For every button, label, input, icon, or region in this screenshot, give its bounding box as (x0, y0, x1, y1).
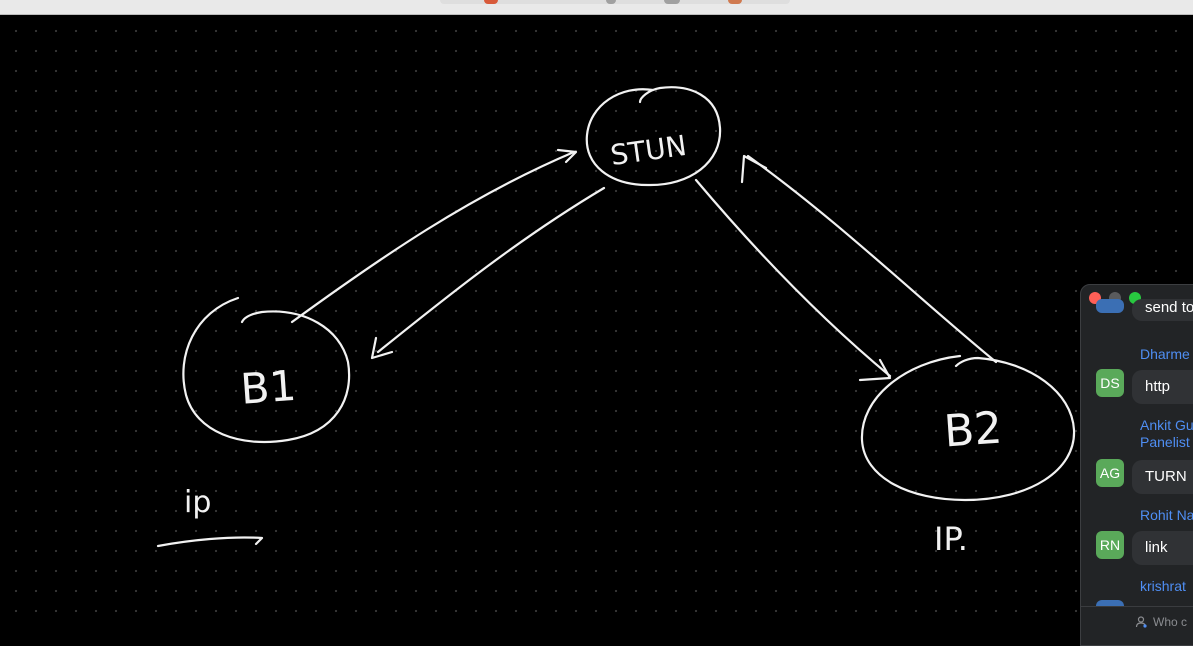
ip-right-label: IP. (934, 520, 968, 558)
toolbar-icon[interactable] (664, 0, 680, 4)
stun-label: STUN (608, 129, 688, 172)
arrow-stun-to-b1 (376, 186, 606, 354)
message-bubble: send to (1132, 299, 1193, 321)
sender-name: krishrat (1140, 578, 1186, 594)
arrowhead-stun-right (740, 154, 768, 184)
avatar: RN (1096, 531, 1124, 559)
sender-name: Ankit Gu (1140, 417, 1193, 433)
ip-left-label: ip (184, 485, 211, 520)
arrow-b2-to-stun (746, 154, 998, 364)
toolbar-icon[interactable] (606, 0, 616, 4)
arrowhead-b2-left (858, 358, 892, 382)
toolbar-icon[interactable] (728, 0, 742, 4)
ip-underline (156, 536, 264, 548)
sender-name: Rohit Na (1140, 507, 1193, 523)
sender-role: Panelist (1140, 434, 1190, 450)
b1-label: B1 (239, 361, 298, 414)
person-icon[interactable] (1135, 616, 1147, 628)
b2-node-circle (860, 354, 1076, 502)
b1-node-circle (182, 296, 351, 444)
message-text: send to (1145, 299, 1193, 316)
message-text: http (1145, 378, 1171, 395)
chat-footer: Who c (1081, 606, 1193, 645)
message-text: TURN (1145, 468, 1187, 485)
top-toolbar (0, 0, 1193, 15)
arrow-stun-to-b2 (694, 178, 892, 378)
message-bubble: http (1132, 370, 1193, 404)
avatar (1096, 299, 1124, 313)
whiteboard-canvas[interactable] (0, 15, 1193, 629)
arrowhead-b1-right (370, 336, 394, 360)
avatar: AG (1096, 459, 1124, 487)
message-bubble: TURN (1132, 460, 1193, 494)
b2-label: B2 (942, 403, 1004, 458)
whiteboard-drawing: STUN B1 B2 ip IP. (156, 86, 1076, 558)
arrowhead-stun-top (556, 148, 578, 164)
message-bubble: link (1132, 531, 1193, 565)
message-text: link (1145, 539, 1168, 556)
avatar: DS (1096, 369, 1124, 397)
sender-name: Dharme (1140, 346, 1190, 362)
arrow-b1-to-stun (290, 150, 576, 324)
chat-panel: send to Dharme DS http Ankit Gu Panelist… (1080, 284, 1193, 646)
stun-node-circle (585, 86, 722, 187)
toolbar-icon-record[interactable] (484, 0, 498, 4)
recipient-selector[interactable]: Who c (1153, 615, 1188, 629)
